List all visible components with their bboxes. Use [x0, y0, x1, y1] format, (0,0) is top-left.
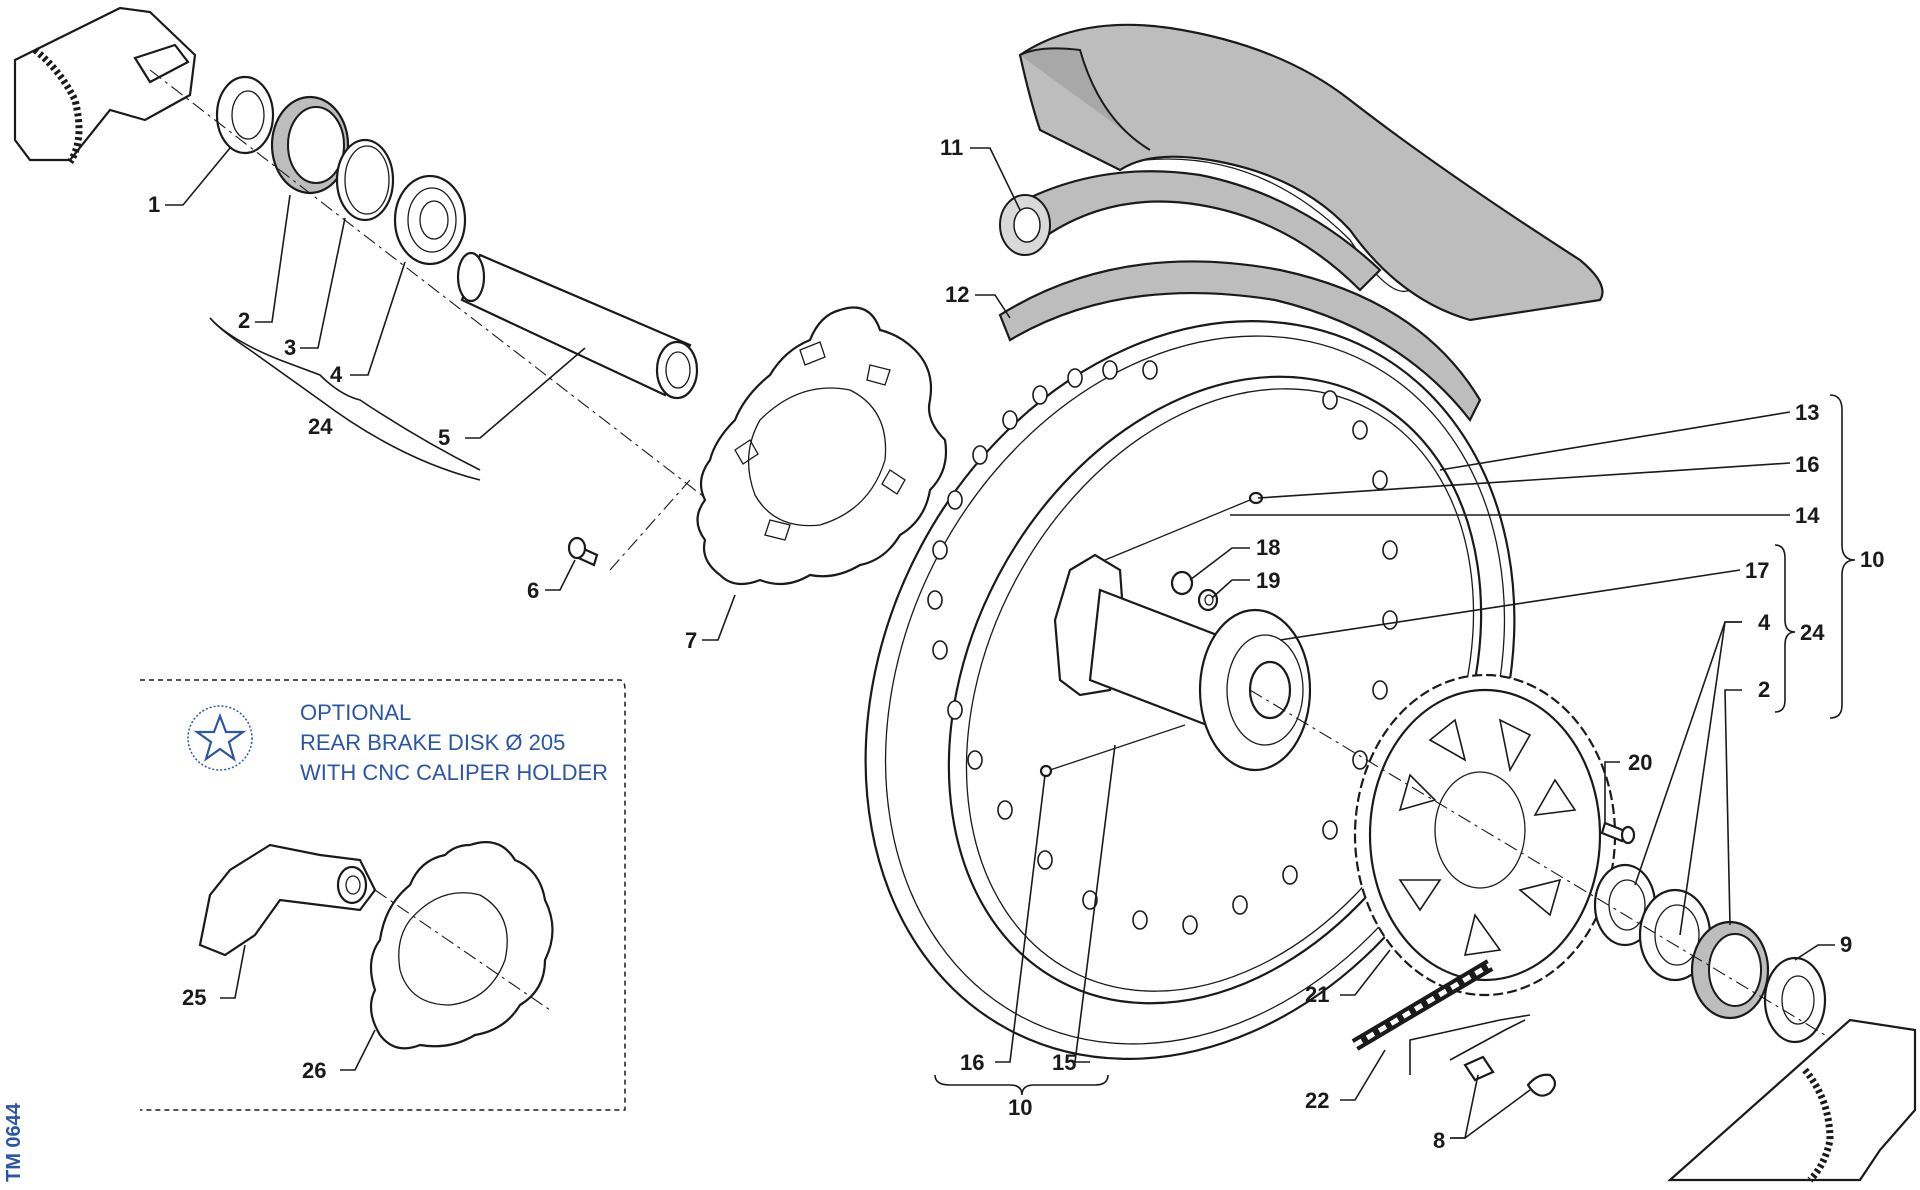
bracket-10-bottom [934, 1074, 1109, 1096]
tyre [1018, 23, 1604, 322]
special-parts-star-seal-icon [187, 705, 253, 771]
swingarm-left [13, 6, 197, 164]
callout-3: 3 [284, 335, 296, 360]
caliper-holder-25 [198, 843, 377, 957]
drawing-code: TM 0644 [3, 1102, 25, 1182]
nut-18 [1170, 570, 1194, 596]
callout-7: 7 [685, 628, 697, 653]
callout-labels: 1 2 3 4 24 5 6 7 11 12 13 16 14 10 18 19… [148, 135, 1884, 1153]
bracket-10-right [1829, 394, 1856, 719]
callout-16-right: 16 [1795, 452, 1819, 477]
swingarm-right [1667, 1018, 1917, 1183]
optional-line-holder: WITH CNC CALIPER HOLDER [300, 760, 608, 785]
callout-14: 14 [1795, 503, 1820, 528]
spacer-9 [1763, 956, 1827, 1044]
callout-4: 4 [330, 362, 343, 387]
optional-box: OPTIONAL REAR BRAKE DISK Ø 205 WITH CNC … [140, 679, 626, 1111]
callout-19: 19 [1256, 568, 1280, 593]
bracket-24-right [1774, 544, 1796, 713]
callout-5: 5 [438, 425, 450, 450]
callout-4-right: 4 [1758, 610, 1771, 635]
bolt-20 [1600, 821, 1636, 845]
bolt-6 [567, 536, 599, 567]
callout-15: 15 [1052, 1050, 1076, 1075]
callout-21: 21 [1305, 982, 1329, 1007]
chain-link-8 [1463, 1055, 1557, 1097]
callout-22: 22 [1305, 1088, 1329, 1113]
spacer-tube-5 [456, 251, 699, 400]
callout-12: 12 [945, 282, 969, 307]
callout-8: 8 [1433, 1128, 1445, 1153]
callout-10-bottom: 10 [1008, 1095, 1032, 1120]
callout-25: 25 [182, 985, 206, 1010]
bearing-4-left [393, 174, 467, 266]
callout-24-left: 24 [308, 414, 333, 439]
bracket-24-left [209, 317, 481, 471]
optional-title: OPTIONAL [300, 700, 411, 725]
callout-24-right: 24 [1800, 620, 1825, 645]
callout-18: 18 [1256, 535, 1280, 560]
callout-2: 2 [238, 308, 250, 333]
callout-26: 26 [302, 1058, 326, 1083]
brake-disc-26 [369, 841, 554, 1050]
spacer-ring-2-right [1690, 920, 1770, 1020]
callout-9: 9 [1840, 932, 1852, 957]
spoke-15 [1039, 724, 1186, 778]
callout-1: 1 [148, 192, 160, 217]
callout-2-right: 2 [1758, 677, 1770, 702]
inner-tube-11 [999, 170, 1382, 292]
spacer-ring-2 [270, 95, 350, 195]
chain-22 [1351, 959, 1494, 1051]
washer-19 [1197, 588, 1219, 612]
callout-20: 20 [1628, 750, 1652, 775]
sprocket-21 [1353, 673, 1617, 997]
wheel-hub [1053, 553, 1312, 772]
callout-11: 11 [940, 135, 963, 160]
rim-strip-12 [998, 260, 1482, 423]
callout-17: 17 [1745, 558, 1769, 583]
callout-13: 13 [1795, 400, 1819, 425]
optional-line-disk: REAR BRAKE DISK Ø 205 [300, 730, 565, 755]
seal-ring-1 [215, 75, 275, 155]
callout-10-right: 10 [1860, 547, 1884, 572]
callout-6: 6 [527, 578, 539, 603]
bearing-4-right [1593, 863, 1712, 982]
brake-disc-7 [696, 306, 948, 586]
callout-16-bottom: 16 [960, 1050, 984, 1075]
circlip-3 [335, 138, 395, 222]
